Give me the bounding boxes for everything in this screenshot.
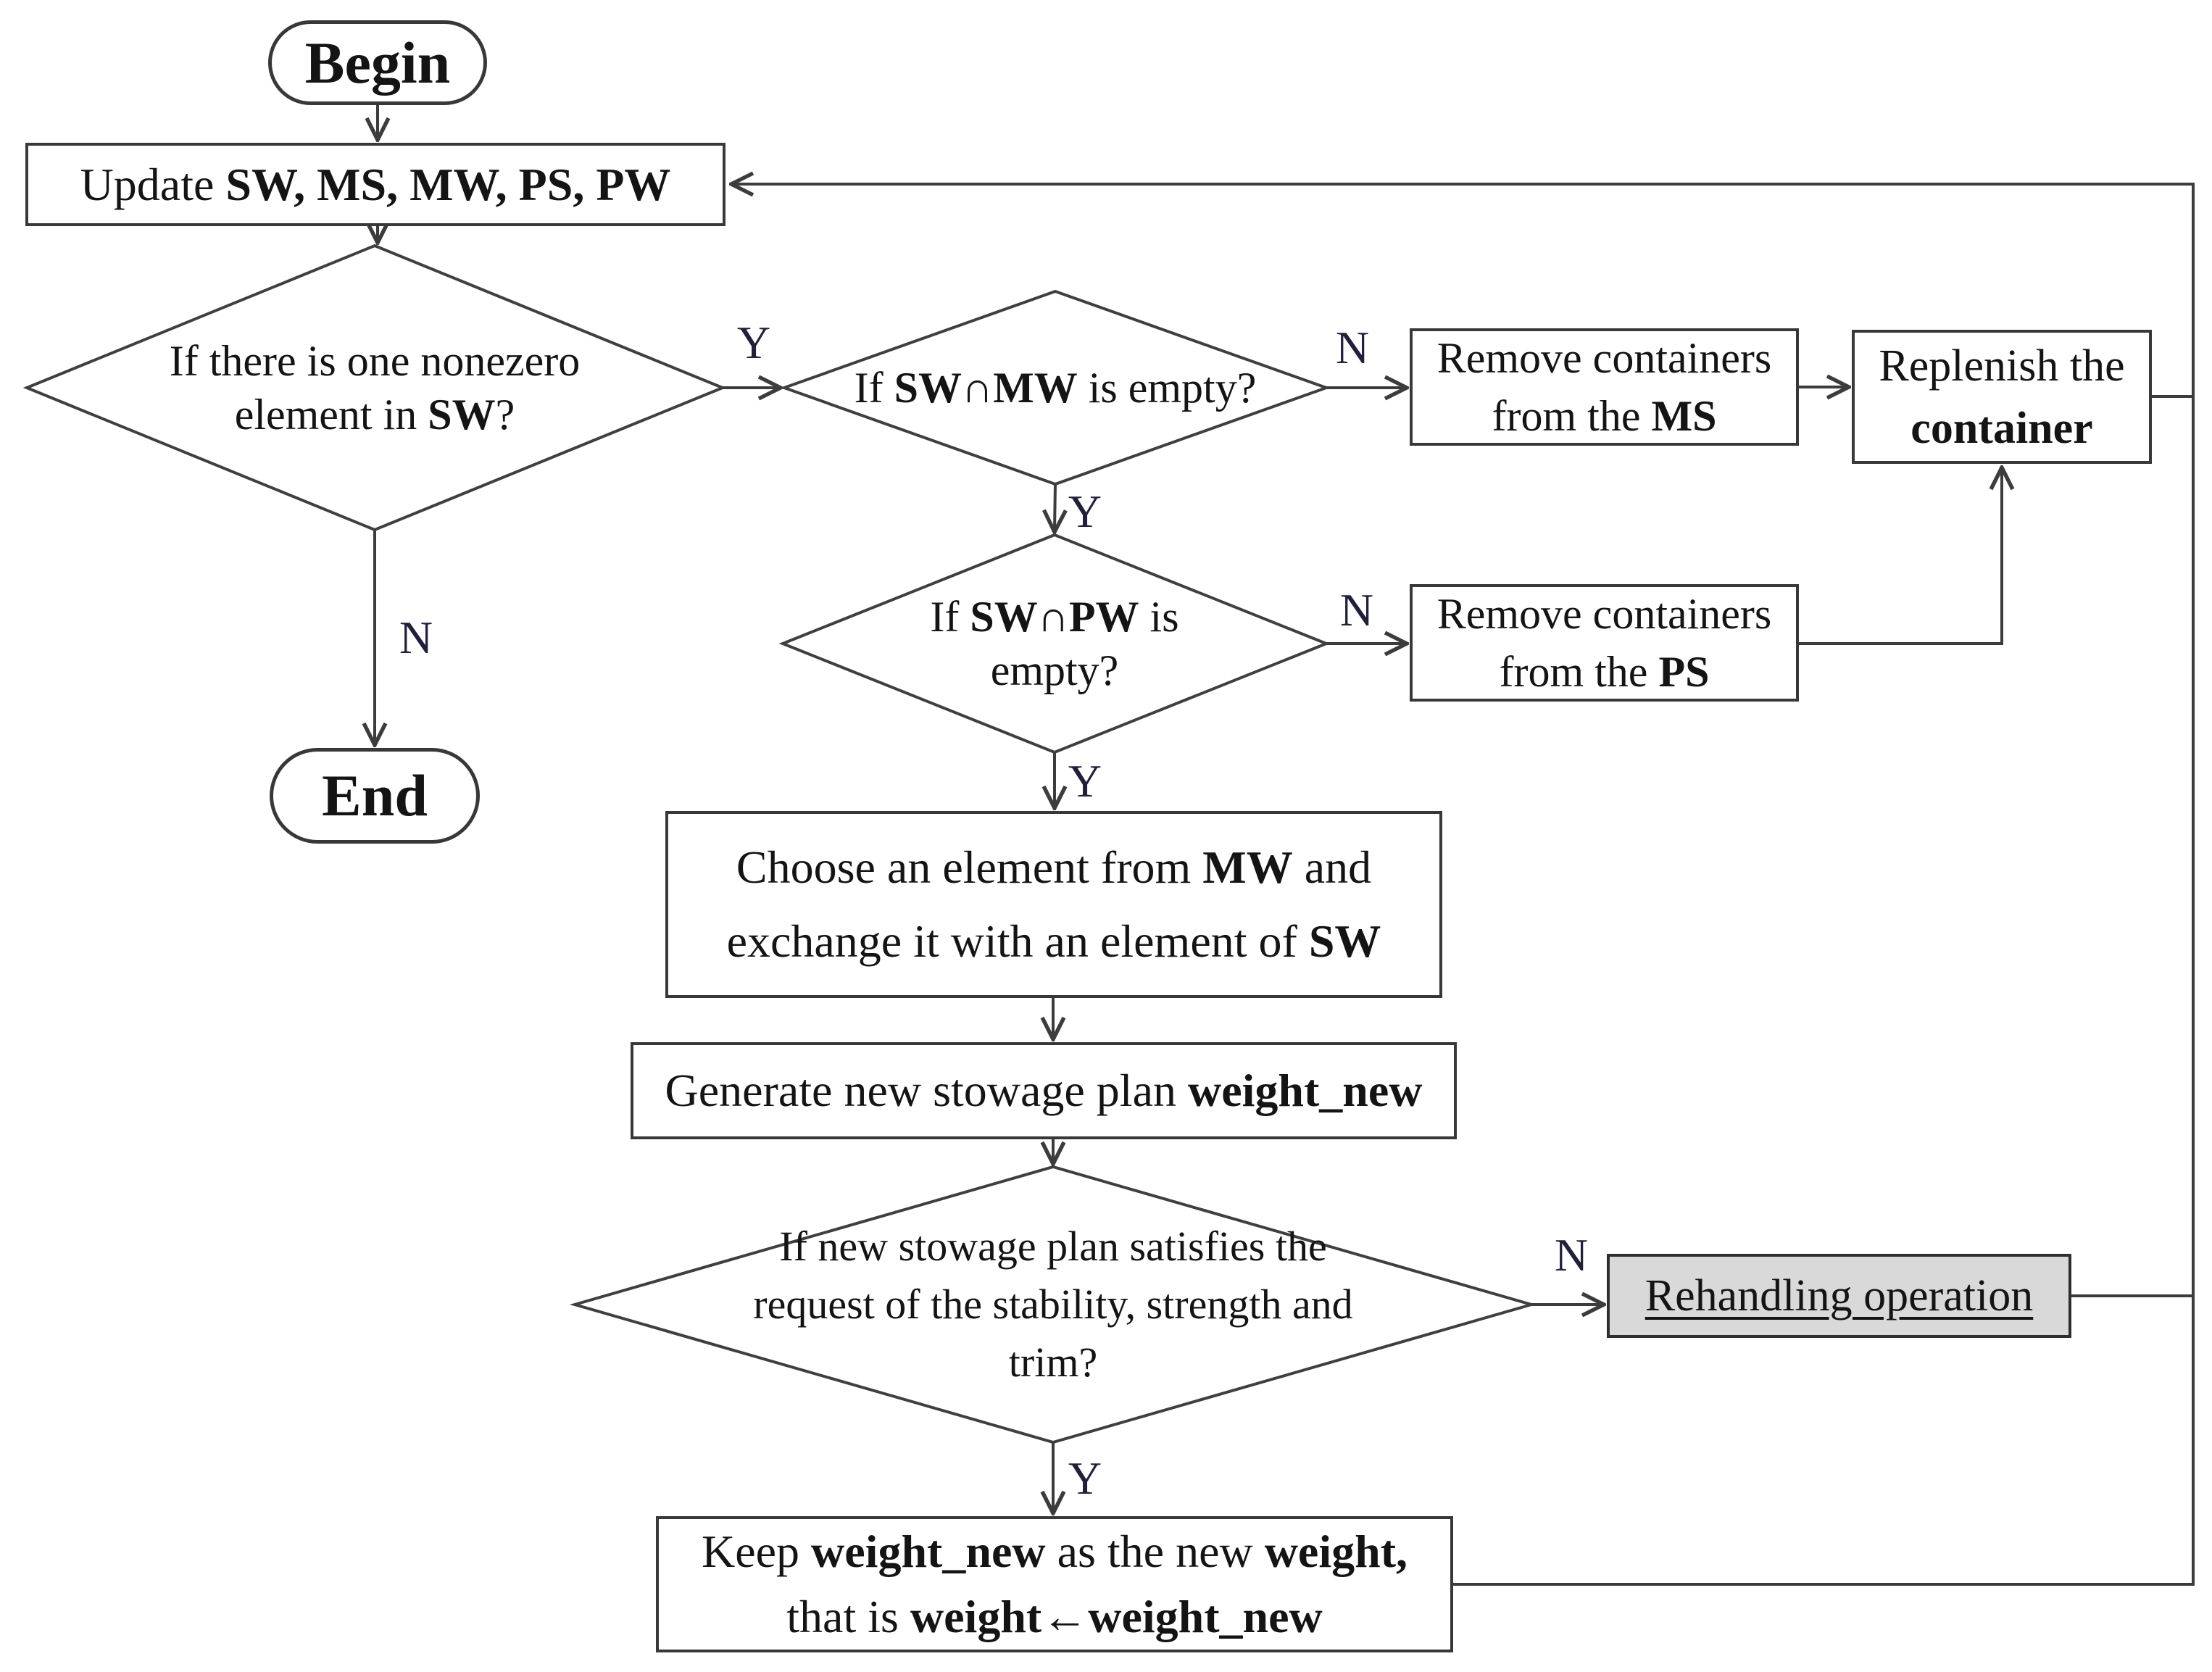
update-process: Update SW, MS, MW, PS, PW [25, 143, 725, 226]
edge-keep-loop-update [733, 184, 2195, 1586]
branch-label-d1-no: N [399, 612, 433, 663]
begin-label: Begin [304, 29, 451, 96]
begin-terminator: Begin [268, 20, 487, 105]
sw-mw-empty-label: If SW∩MW is empty? [854, 364, 1257, 412]
end-label: End [322, 762, 428, 828]
rehandling-label: Rehandling operation [1645, 1270, 2034, 1320]
edge-removeps-replenish [1799, 470, 2002, 645]
generate-plan-process: Generate new stowage plan weight_new [631, 1042, 1457, 1139]
keep-weight-label: Keep weight_new as the new weight,that i… [702, 1526, 1408, 1642]
generate-plan-label: Generate new stowage plan weight_new [665, 1065, 1423, 1116]
branch-label-d1-yes: Y [736, 317, 771, 368]
update-label: Update SW, MS, MW, PS, PW [80, 158, 671, 210]
rehandling-process: Rehandling operation [1607, 1254, 2071, 1338]
end-terminator: End [270, 748, 480, 844]
branch-label-d2-yes: Y [1068, 486, 1102, 537]
branch-label-d4-no: N [1554, 1229, 1589, 1281]
branch-label-d4-yes: Y [1068, 1452, 1102, 1504]
branch-label-d3-no: N [1339, 584, 1374, 636]
branch-label-d2-no: N [1335, 322, 1370, 373]
keep-weight-process: Keep weight_new as the new weight,that i… [656, 1516, 1453, 1652]
branch-label-d3-yes: Y [1068, 755, 1102, 807]
